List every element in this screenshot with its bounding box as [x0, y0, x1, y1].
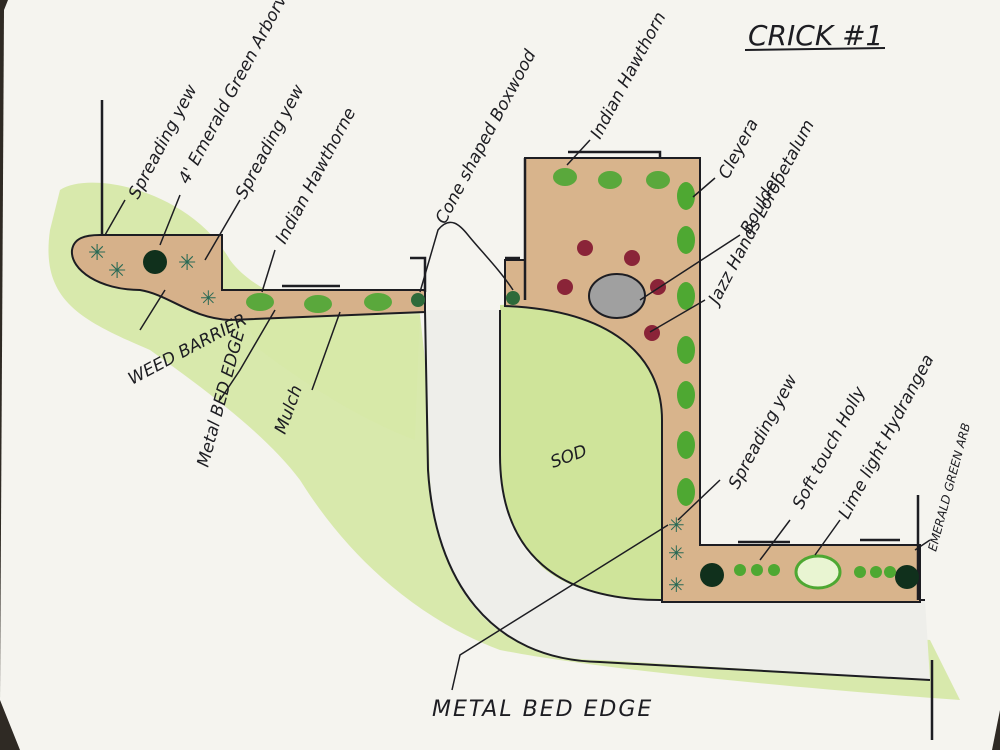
boulder-marker [588, 273, 646, 319]
loropetalum-marker [624, 250, 640, 266]
holly-marker [751, 564, 763, 576]
holly-marker [768, 564, 780, 576]
plants-right-bed: ✳ ✳ ✳ [553, 168, 919, 597]
hawthorne-marker [646, 171, 670, 189]
arborvitae-marker [700, 563, 724, 587]
label-metal-bed-edge-big: METAL BED EDGE [432, 697, 653, 722]
arborvitae-marker [143, 250, 167, 274]
plants-left-bed: ✳ ✳ ✳ ✳ [88, 241, 520, 313]
walkway [424, 309, 931, 681]
loropetalum-marker [577, 240, 593, 256]
holly-marker [870, 566, 882, 578]
cleyera-marker [677, 182, 695, 210]
holly-marker [884, 566, 896, 578]
hydrangea-marker [794, 554, 842, 590]
cleyera-marker [677, 478, 695, 506]
mulch-bed-right [504, 157, 921, 603]
yew-marker: ✳ [668, 541, 685, 565]
yew-marker: ✳ [668, 573, 685, 597]
yew-marker: ✳ [108, 259, 126, 284]
cleyera-marker [677, 226, 695, 254]
hawthorne-marker [598, 171, 622, 189]
hawthorne-marker [246, 293, 274, 311]
leader-lines [104, 139, 931, 691]
arborvitae-marker [895, 565, 919, 589]
hawthorne-marker [364, 293, 392, 311]
yew-marker: ✳ [178, 251, 196, 276]
holly-marker [854, 566, 866, 578]
yew-marker: ✳ [88, 241, 106, 266]
boxwood-marker [506, 291, 520, 305]
holly-marker [734, 564, 746, 576]
cleyera-marker [677, 282, 695, 310]
plan-title: CRICK #1 [748, 19, 883, 52]
cleyera-marker [677, 336, 695, 364]
cleyera-marker [677, 381, 695, 409]
hawthorne-marker [304, 295, 332, 313]
yew-marker: ✳ [668, 513, 685, 537]
cleyera-marker [677, 431, 695, 459]
hawthorne-marker [553, 168, 577, 186]
loropetalum-marker [557, 279, 573, 295]
yew-marker: ✳ [200, 286, 217, 310]
boxwood-marker [411, 293, 425, 307]
